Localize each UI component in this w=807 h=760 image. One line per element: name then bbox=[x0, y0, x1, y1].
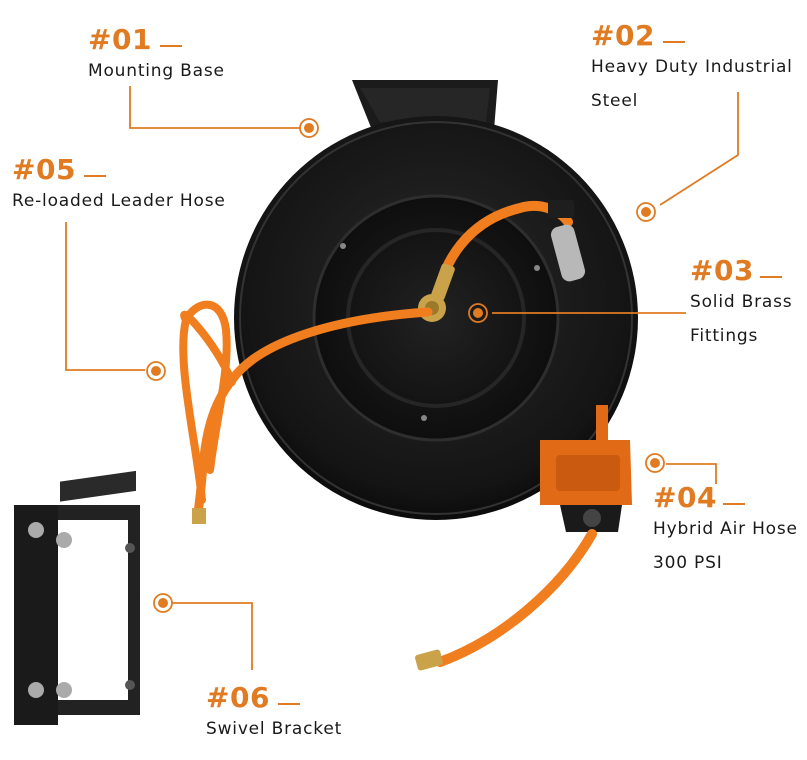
feature-05: #05 Re-loaded Leader Hose bbox=[12, 156, 226, 218]
feature-06: #06 Swivel Bracket bbox=[206, 684, 342, 746]
feature-number: #02 bbox=[591, 19, 655, 52]
hose-guide bbox=[540, 405, 632, 532]
feature-04: #04 Hybrid Air Hose 300 PSI bbox=[653, 484, 798, 580]
feature-number: #06 bbox=[206, 681, 270, 714]
callout-lines bbox=[65, 86, 739, 670]
marker-02 bbox=[636, 202, 656, 222]
mounting-base bbox=[352, 80, 498, 130]
feature-01: #01 Mounting Base bbox=[88, 26, 225, 88]
feature-number: #05 bbox=[12, 153, 76, 186]
callout-markers bbox=[146, 118, 665, 613]
marker-06 bbox=[153, 593, 173, 613]
feature-description: Mounting Base bbox=[88, 61, 225, 81]
feature-number: #04 bbox=[653, 481, 717, 514]
feature-03: #03 Solid Brass Fittings bbox=[690, 257, 792, 353]
hose-end-fitting bbox=[415, 649, 443, 671]
feature-description-line-1: Hybrid Air Hose bbox=[653, 519, 798, 539]
feature-number: #01 bbox=[88, 23, 152, 56]
feature-description-line-2: Steel bbox=[591, 91, 639, 111]
marker-01 bbox=[299, 118, 319, 138]
feature-description-line-2: 300 PSI bbox=[653, 553, 723, 573]
feature-number: #03 bbox=[690, 254, 754, 287]
feature-02: #02 Heavy Duty Industrial Steel bbox=[591, 22, 793, 118]
feature-description: Re-loaded Leader Hose bbox=[12, 191, 226, 211]
feature-description-line-1: Solid Brass bbox=[690, 292, 793, 312]
marker-05 bbox=[146, 361, 166, 381]
marker-04 bbox=[645, 453, 665, 473]
swivel-bracket bbox=[14, 470, 140, 725]
air-hose bbox=[435, 529, 597, 667]
leader-hose-fitting bbox=[192, 508, 206, 524]
feature-description: Swivel Bracket bbox=[206, 719, 343, 739]
feature-description-line-2: Fittings bbox=[690, 326, 759, 346]
feature-description-line-1: Heavy Duty Industrial bbox=[591, 57, 793, 77]
marker-03 bbox=[468, 303, 488, 323]
hose-clip bbox=[548, 200, 586, 282]
